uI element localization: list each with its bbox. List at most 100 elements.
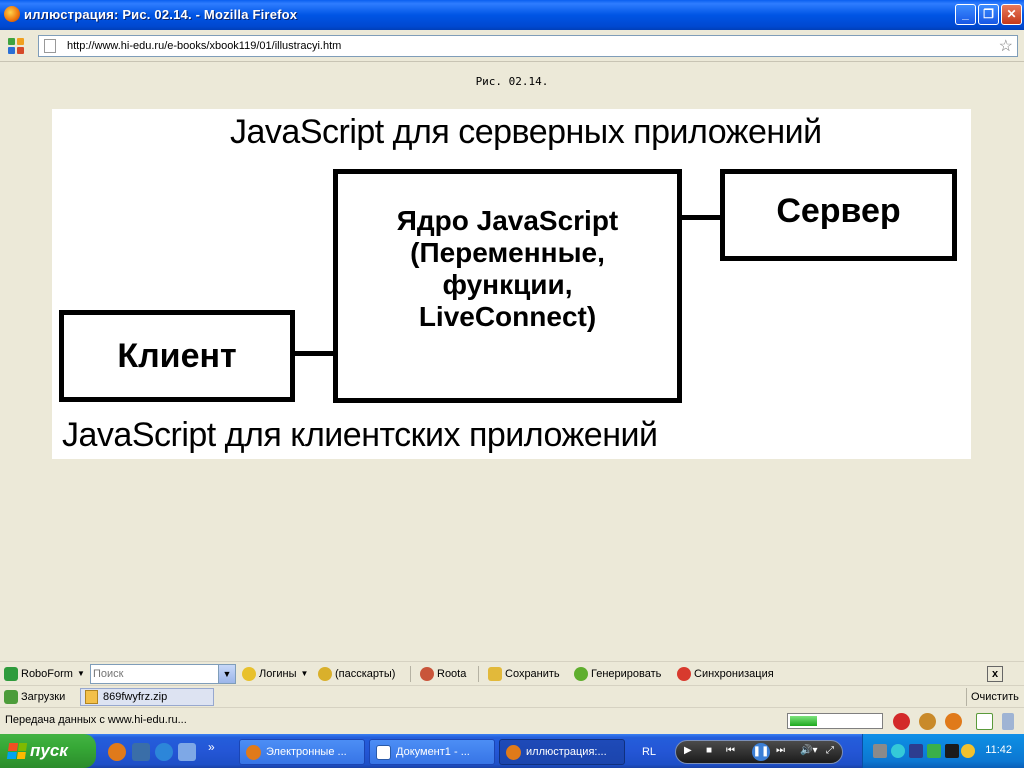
status-resize-icon[interactable]: [1002, 713, 1014, 730]
logins-icon: [242, 667, 256, 681]
task-document[interactable]: Документ1 - ...: [369, 739, 495, 765]
task-label: Документ1 - ...: [396, 746, 470, 758]
generate-label: Генерировать: [591, 668, 662, 680]
window-title-bar[interactable]: иллюстрация: Рис. 02.14. - Mozilla Firef…: [0, 0, 1024, 30]
address-bar[interactable]: http://www.hi-edu.ru/e-books/xbook119/01…: [38, 35, 1018, 57]
passcards-label: (пасскарты): [335, 668, 396, 680]
tray-roboform-icon[interactable]: [927, 744, 941, 758]
media-stop-icon[interactable]: ■: [706, 745, 713, 756]
generate-button[interactable]: Генерировать: [574, 666, 661, 682]
task-label: Электронные ...: [266, 746, 347, 758]
figure-diagram: JavaScript для серверных приложений Ядро…: [52, 109, 971, 459]
quicklaunch-desktop-icon[interactable]: [178, 743, 196, 761]
roboform-close-button[interactable]: x: [987, 666, 1003, 682]
tray-app-icon[interactable]: [891, 744, 905, 758]
roboform-toolbar: RoboForm ▼ ▼ Логины ▼ (пасскарты) Roota …: [0, 661, 1024, 685]
firefox-status-icon[interactable]: [945, 713, 962, 730]
quicklaunch-firefox-icon[interactable]: [108, 743, 126, 761]
media-volume-icon[interactable]: 🔊▾: [800, 745, 818, 756]
windows-logo-icon: [6, 743, 28, 759]
core-javascript-box: Ядро JavaScript (Переменные, функции, Li…: [333, 169, 682, 403]
language-indicator[interactable]: RL: [641, 746, 657, 758]
addon-face-icon[interactable]: [919, 713, 936, 730]
media-next-icon[interactable]: ⏭: [776, 745, 785, 756]
roboform-label: RoboForm: [21, 668, 73, 680]
core-line-3: функции,: [442, 269, 573, 300]
save-label: Сохранить: [505, 668, 560, 680]
task-label: иллюстрация:...: [526, 746, 607, 758]
task-illustration[interactable]: иллюстрация:...: [499, 739, 625, 765]
download-filename: 869fwyfrz.zip: [103, 691, 168, 703]
logins-button[interactable]: Логины ▼: [242, 666, 308, 682]
task-electronic[interactable]: Электронные ...: [239, 739, 365, 765]
download-item[interactable]: 869fwyfrz.zip: [80, 688, 214, 706]
status-text: Передача данных с www.hi-edu.ru...: [5, 714, 187, 726]
passcards-icon: [318, 667, 332, 681]
roota-label: Roota: [437, 668, 467, 680]
roboform-menu[interactable]: RoboForm ▼: [4, 666, 85, 682]
figure-caption: Рис. 02.14.: [475, 75, 549, 88]
zip-file-icon: [85, 690, 98, 704]
logins-label: Логины: [259, 668, 297, 680]
word-task-icon: [376, 744, 391, 760]
progress-fill: [790, 716, 817, 726]
network-icon[interactable]: [873, 744, 887, 758]
quicklaunch-app-icon[interactable]: [132, 743, 150, 761]
roboform-status-icon[interactable]: [976, 713, 993, 730]
downloads-label: Загрузки: [21, 691, 66, 703]
tray-media-icon[interactable]: [945, 744, 959, 758]
sync-button[interactable]: Синхронизация: [677, 666, 774, 682]
restore-button[interactable]: ❐: [978, 4, 999, 25]
client-apps-title: JavaScript для клиентских приложений: [62, 416, 658, 454]
media-player-mini[interactable]: ▶ ■ ⏮ ❚❚ ⏭ 🔊▾ ⤢: [675, 740, 843, 764]
clock: 11:42: [985, 744, 1012, 756]
firefox-icon: [4, 6, 20, 22]
window-title: иллюстрация: Рис. 02.14. - Mozilla Firef…: [24, 7, 298, 22]
roboform-search[interactable]: ▼: [90, 664, 236, 684]
loading-progress-bar: [787, 713, 883, 729]
bookmark-star-icon[interactable]: ☆: [998, 38, 1013, 55]
core-line-4: LiveConnect): [418, 301, 597, 332]
logins-dropdown-icon: ▼: [300, 669, 309, 678]
tray-security-icon[interactable]: [961, 744, 975, 758]
navigation-bar: http://www.hi-edu.ru/e-books/xbook119/01…: [0, 30, 1024, 62]
close-button[interactable]: ✕: [1001, 4, 1022, 25]
quicklaunch-ie-icon[interactable]: [155, 743, 173, 761]
toolbar-separator: [410, 666, 411, 682]
roboform-dropdown-icon: ▼: [76, 669, 85, 678]
client-box: Клиент: [59, 310, 295, 402]
save-button[interactable]: Сохранить: [488, 666, 560, 682]
core-line-2: (Переменные,: [410, 237, 605, 268]
roota-button[interactable]: Roota: [420, 666, 466, 682]
media-resize-icon[interactable]: ⤢: [826, 745, 834, 756]
system-tray: 11:42: [862, 734, 1024, 768]
client-label: Клиент: [117, 336, 237, 375]
core-server-connector: [682, 215, 720, 220]
generate-icon: [574, 667, 588, 681]
page-content: Рис. 02.14. JavaScript для серверных при…: [0, 63, 1024, 658]
page-icon: [44, 39, 56, 53]
sync-icon: [677, 667, 691, 681]
firefox-task-icon: [506, 744, 521, 760]
client-core-connector: [295, 351, 333, 356]
speed-dial-icon[interactable]: [8, 38, 24, 54]
quicklaunch-overflow[interactable]: »: [208, 740, 215, 754]
start-button[interactable]: пуск: [0, 734, 96, 768]
roboform-icon: [4, 667, 18, 681]
downloads-icon: [4, 690, 18, 704]
downloads-button[interactable]: Загрузки: [4, 689, 65, 705]
media-play-icon[interactable]: ▶: [684, 745, 692, 756]
roota-icon: [420, 667, 434, 681]
search-dropdown-icon[interactable]: ▼: [218, 665, 235, 683]
minimize-button[interactable]: _: [955, 4, 976, 25]
tray-monitor-icon[interactable]: [909, 744, 923, 758]
server-apps-title: JavaScript для серверных приложений: [230, 113, 822, 151]
address-url[interactable]: http://www.hi-edu.ru/e-books/xbook119/01…: [67, 40, 342, 52]
adblock-icon[interactable]: [893, 713, 910, 730]
core-line-1: Ядро JavaScript: [396, 205, 619, 236]
media-pause-icon[interactable]: ❚❚: [752, 743, 770, 761]
clear-downloads-button[interactable]: Очистить: [966, 688, 1019, 706]
roboform-search-input[interactable]: [91, 665, 215, 683]
media-prev-icon[interactable]: ⏮: [726, 745, 735, 756]
passcards-button[interactable]: (пасскарты): [318, 666, 395, 682]
